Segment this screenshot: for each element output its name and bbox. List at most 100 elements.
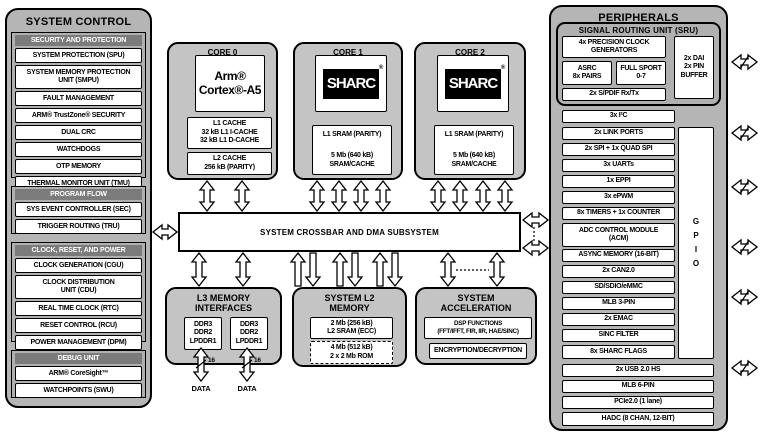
l1-icache-line: 32 kB L1 I-CACHE xyxy=(201,128,258,136)
sharc-flags-label: 8x SHARC FLAGS xyxy=(590,347,647,355)
sport-line: FULL SPORT xyxy=(620,64,662,72)
core1-title: CORE 1 xyxy=(333,48,363,57)
l2-sram-size: 2 Mb (256 kB) xyxy=(330,319,373,327)
sram-cache-line: SRAM/CACHE xyxy=(451,160,497,168)
l1-dcache-line: 32 kB L1 D-CACHE xyxy=(199,137,259,145)
async-memory-label: ASYNC MEMORY (16-BIT) xyxy=(578,251,659,259)
dsp-functions-block: DSP FUNCTIONS (FFT/IFFT, FIR, IIR, HAE/S… xyxy=(424,317,532,339)
gpio-letter: P xyxy=(693,231,699,240)
spi-label: 2x SPI + 1x QUAD SPI xyxy=(584,145,653,153)
sram-size-lines: 5 Mb (640 kB)SRAM/CACHE xyxy=(452,152,497,169)
arm-label-line2: Cortex®-A5 xyxy=(198,82,262,97)
spdif-block: 2x S/PDIF Rx/Tx xyxy=(562,88,666,101)
mlb6-label: MLB 6-PIN xyxy=(621,382,655,390)
sram-parity-line: L1 SRAM (PARITY) xyxy=(322,131,382,138)
block-dual-crc: DUAL CRC xyxy=(15,125,142,140)
block-sec: SYS EVENT CONTROLLER (SEC) xyxy=(15,202,142,217)
asrc-line: ASRC xyxy=(577,64,597,72)
sharc-reg-mark: ® xyxy=(500,65,505,71)
l3-title-text: L3 MEMORY INTERFACES xyxy=(194,293,252,314)
gpio-letter: I xyxy=(694,245,698,254)
block-cdu-label: CLOCK DISTRIBUTION UNIT (CDU) xyxy=(42,279,115,294)
sd-sdio-label: SD/SDIO/eMMC xyxy=(594,283,643,291)
async-memory-block: ASYNC MEMORY (16-BIT) xyxy=(562,249,675,262)
clock-gen-label: 4x PRECISION CLOCK GENERATORS xyxy=(578,38,650,54)
section-header: PROGRAM FLOW xyxy=(15,189,142,200)
uarts-label: 3x UARTs xyxy=(603,161,634,169)
encryption-label: ENCRYPTION/DECRYPTION xyxy=(434,346,522,354)
section-header: CLOCK, RESET, AND POWER xyxy=(15,245,142,256)
acm-block: ADC CONTROL MODULE (ACM) xyxy=(562,223,675,247)
peripherals-title: PERIPHERALS xyxy=(598,12,679,24)
ddr2-line: DDR2 xyxy=(239,329,259,337)
accel-title-text: SYSTEM ACCELERATION xyxy=(440,293,512,314)
l2-sram-block: 2 Mb (256 kB) L2 SRAM (ECC) xyxy=(310,317,393,339)
sharc-wordmark: SHARC xyxy=(448,74,498,92)
pcie-label: PCIe2.0 (1 lane) xyxy=(614,398,662,406)
l3-memory-panel: L3 MEMORY INTERFACES DDR3 DDR2 LPDDR1 DD… xyxy=(165,287,282,365)
section-security-and-protection: SECURITY AND PROTECTION SYSTEM PROTECTIO… xyxy=(11,32,146,191)
hadc-block: HADC (8 CHAN, 12-BIT) xyxy=(562,412,714,426)
link-ports-label: 2x LINK PORTS xyxy=(594,129,643,137)
sharc-flags-block: 8x SHARC FLAGS xyxy=(562,345,675,359)
buffer-line: BUFFER xyxy=(680,71,708,79)
ddr2-line: DDR2 xyxy=(193,329,213,337)
gpio-column: G P I O xyxy=(678,127,714,359)
pin-line: 2x PIN xyxy=(684,63,704,71)
epwm-label: 3x ePWM xyxy=(604,193,633,201)
asrc-pairs-line: 8x PAIRS xyxy=(572,73,602,80)
block-cgu: CLOCK GENERATION (CGU) xyxy=(15,258,142,273)
section-clock-reset-power: CLOCK, RESET, AND POWER CLOCK GENERATION… xyxy=(11,242,146,350)
core0-l1-cache: L1 CACHE 32 kB L1 I-CACHE 32 kB L1 D-CAC… xyxy=(187,117,272,149)
usb-block: 2x USB 2.0 HS xyxy=(562,364,714,377)
ddr-block-2: DDR3 DDR2 LPDDR1 xyxy=(230,317,268,350)
core2-panel: CORE 2 SHARC® L1 SRAM (PARITY) 5 Mb (640… xyxy=(414,42,526,180)
can-label: 2x CAN2.0 xyxy=(602,267,635,275)
epwm-block: 3x ePWM xyxy=(562,191,675,204)
acm-label: ADC CONTROL MODULE (ACM) xyxy=(578,226,659,242)
dai-pin-buffer-block: 2x DAI 2x PIN BUFFER xyxy=(674,36,714,99)
sram-cache-line: SRAM/CACHE xyxy=(329,160,375,168)
core0-panel: CORE 0 Arm® Cortex®-A5 L1 CACHE 32 kB L1… xyxy=(167,42,278,180)
lpddr1-line: LPDDR1 xyxy=(235,337,263,345)
core1-l1-sram: L1 SRAM (PARITY) 5 Mb (640 kB)SRAM/CACHE xyxy=(312,125,392,175)
l2-sram-ecc: L2 SRAM (ECC) xyxy=(327,328,376,335)
block-smpu: SYSTEM MEMORY PROTECTION UNIT (SMPU) xyxy=(15,65,142,89)
sharc-wordmark: SHARC xyxy=(326,74,376,92)
block-rtc: REAL TIME CLOCK (RTC) xyxy=(15,301,142,316)
timers-block: 8x TIMERS + 1x COUNTER xyxy=(562,207,675,220)
sram-size-line: 5 Mb (640 kB) xyxy=(331,152,373,160)
sport-range-line: 0-7 xyxy=(636,73,646,80)
i2c-label: 3x I²C xyxy=(609,112,628,120)
block-otp-memory: OTP MEMORY xyxy=(15,159,142,174)
core0-title: CORE 0 xyxy=(207,48,238,57)
sram-size-lines: 5 Mb (640 kB)SRAM/CACHE xyxy=(330,152,375,169)
l2-rom-block: 4 Mb (512 kB) 2 x 2 Mb ROM xyxy=(310,341,393,364)
l1-cache-line: L1 CACHE xyxy=(212,120,246,128)
bus-width-label-2: 16 xyxy=(254,357,261,364)
l2-memory-panel: SYSTEM L2 MEMORY 2 Mb (256 kB) L2 SRAM (… xyxy=(292,287,407,367)
dai-line: 2x DAI xyxy=(683,54,705,62)
l2-cache-line: L2 CACHE xyxy=(212,155,246,163)
block-cdu: CLOCK DISTRIBUTION UNIT (CDU) xyxy=(15,275,142,299)
block-dpm: POWER MANAGEMENT (DPM) xyxy=(15,335,142,350)
pcie-block: PCIe2.0 (1 lane) xyxy=(562,396,714,409)
eppi-block: 1x EPPI xyxy=(562,175,675,188)
block-fault-management: FAULT MANAGEMENT xyxy=(15,91,142,106)
sharc-logo-box: SHARC® xyxy=(437,55,509,112)
mlb3-block: MLB 3-PIN xyxy=(562,297,675,310)
l2-memory-title: SYSTEM L2 MEMORY xyxy=(294,293,405,314)
acceleration-title: SYSTEM ACCELERATION xyxy=(417,293,535,314)
i2c-block: 3x I²C xyxy=(562,110,675,123)
block-coresight: ARM® CoreSight™ xyxy=(15,366,142,381)
section-program-flow: PROGRAM FLOW SYS EVENT CONTROLLER (SEC) … xyxy=(11,186,146,234)
mlb6-block: MLB 6-PIN xyxy=(562,380,714,393)
l2-size-line: 256 kB (PARITY) xyxy=(204,163,255,171)
core2-title: CORE 2 xyxy=(455,48,485,57)
spdif-label: 2x S/PDIF Rx/Tx xyxy=(589,90,639,98)
can-block: 2x CAN2.0 xyxy=(562,265,675,278)
core1-panel: CORE 1 SHARC® L1 SRAM (PARITY) 5 Mb (640… xyxy=(293,42,403,180)
section-header: DEBUG UNIT xyxy=(15,353,142,364)
block-watchpoints: WATCHPOINTS (SWU) xyxy=(15,383,142,398)
